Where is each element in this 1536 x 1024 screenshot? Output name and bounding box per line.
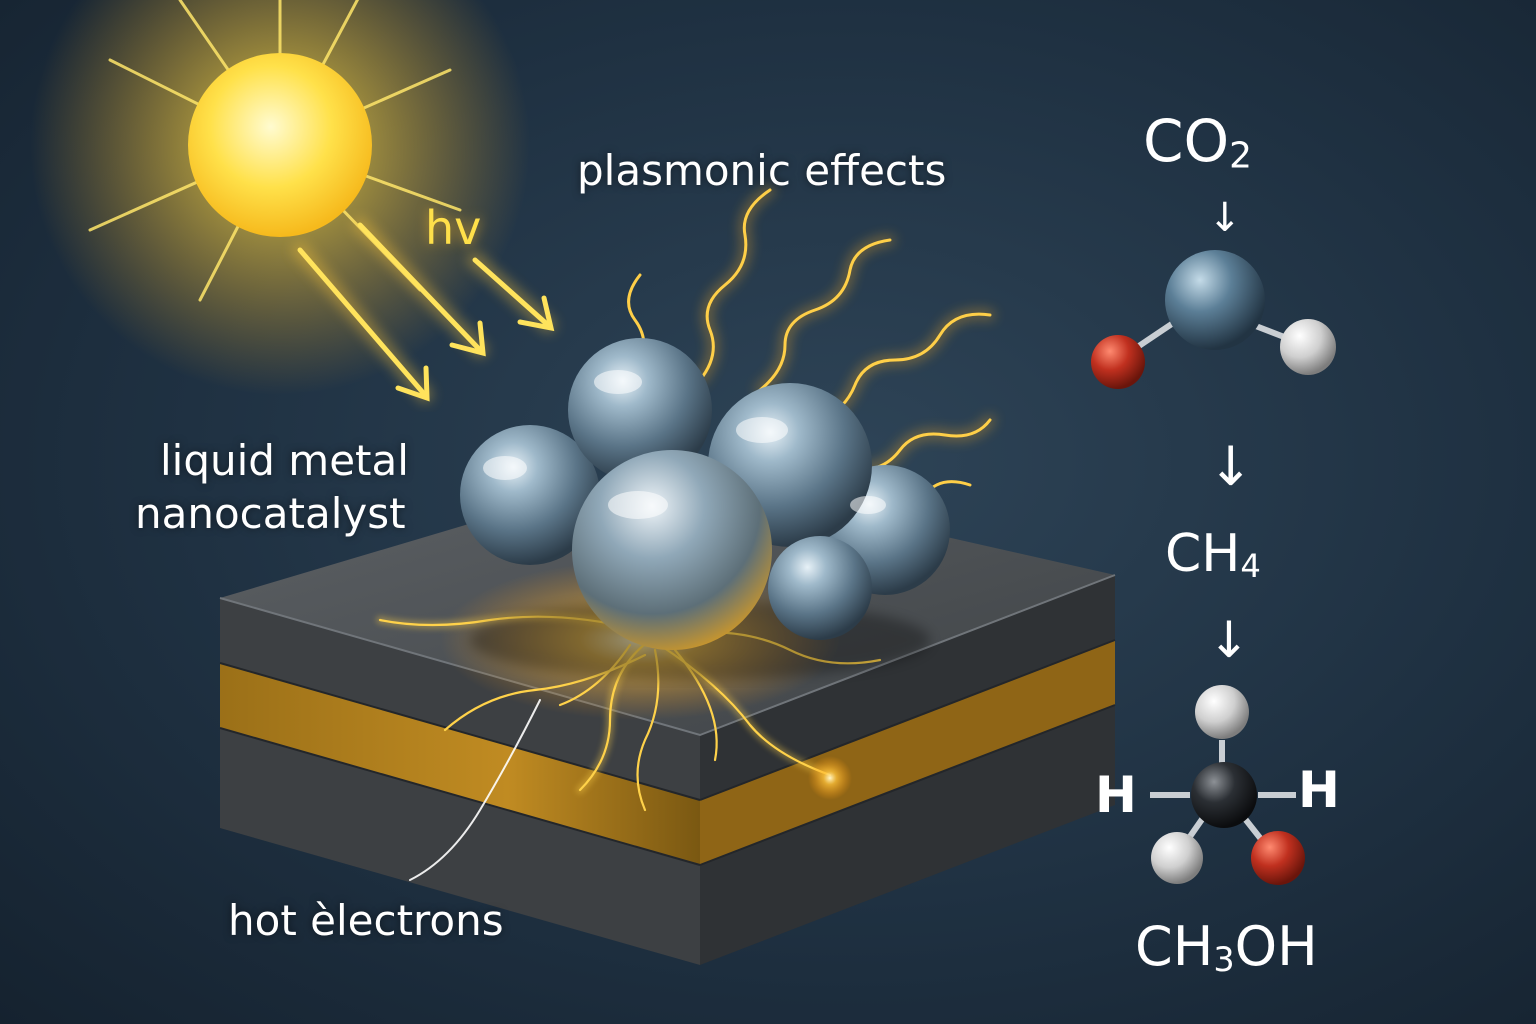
sun-icon bbox=[30, 0, 530, 395]
light-ray-arrows bbox=[292, 217, 556, 403]
catalyst-label-line2: nanocatalyst bbox=[135, 489, 406, 538]
methanol-h-right: H bbox=[1298, 761, 1340, 819]
reactant-main: CO bbox=[1143, 107, 1230, 175]
plasmonic-effects-label: plasmonic effects bbox=[577, 146, 947, 195]
methanol-molecule bbox=[1150, 685, 1305, 885]
intermediate-sub: 4 bbox=[1240, 546, 1261, 585]
electron-spark bbox=[808, 756, 852, 800]
reactant-formula: CO2 bbox=[1143, 112, 1252, 174]
product-formula: CH3OH bbox=[1135, 920, 1318, 977]
pathway-arrow-3: ↓ bbox=[1208, 611, 1250, 669]
nanocatalyst-cluster bbox=[460, 338, 950, 680]
intermediate-main: CH bbox=[1165, 524, 1241, 584]
reactant-sub: 2 bbox=[1229, 135, 1253, 177]
product-suffix: OH bbox=[1234, 915, 1318, 978]
methanol-h-left: H bbox=[1095, 766, 1137, 824]
intermediate-molecule bbox=[1091, 250, 1336, 389]
photon-label: hv bbox=[425, 201, 482, 255]
pathway-molecules bbox=[1091, 250, 1336, 885]
catalyst-label-line1: liquid metal bbox=[160, 436, 409, 485]
hot-electrons-label: hot èlectrons bbox=[228, 896, 504, 945]
pathway-arrow-1: ↓ bbox=[1208, 195, 1242, 241]
intermediate-formula: CH4 bbox=[1165, 528, 1261, 582]
pathway-arrow-2: ↓ bbox=[1208, 435, 1254, 498]
product-prefix: CH bbox=[1135, 915, 1214, 978]
product-sub: 3 bbox=[1213, 940, 1235, 980]
